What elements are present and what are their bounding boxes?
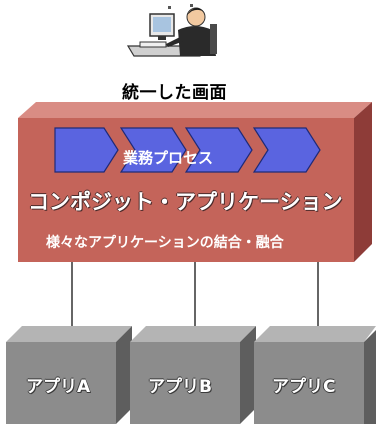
business-process-label: 業務プロセス [123,149,214,167]
process-arrow-1 [54,127,119,173]
user-at-computer-icon [126,4,217,57]
composite-box-side [354,102,372,262]
app-a-label: アプリA [26,377,91,397]
composite-application-subtitle: 様々なアプリケーションの結合・融合 [46,235,284,251]
app-box-b [130,326,256,424]
unified-screen-label: 統一した画面 [122,83,227,103]
app-c-label: アプリC [272,377,336,397]
composite-application-title: コンポジット・アプリケーション [28,190,343,214]
app-box-c [254,326,376,424]
app-b-label: アプリB [148,377,212,397]
app-box-a [6,326,132,424]
process-arrow-2 [119,127,187,173]
connector-lines [71,262,319,326]
composite-box-top [18,102,372,118]
business-process-arrows [54,127,321,173]
process-arrow-4 [252,127,321,173]
process-arrow-3 [184,127,253,173]
